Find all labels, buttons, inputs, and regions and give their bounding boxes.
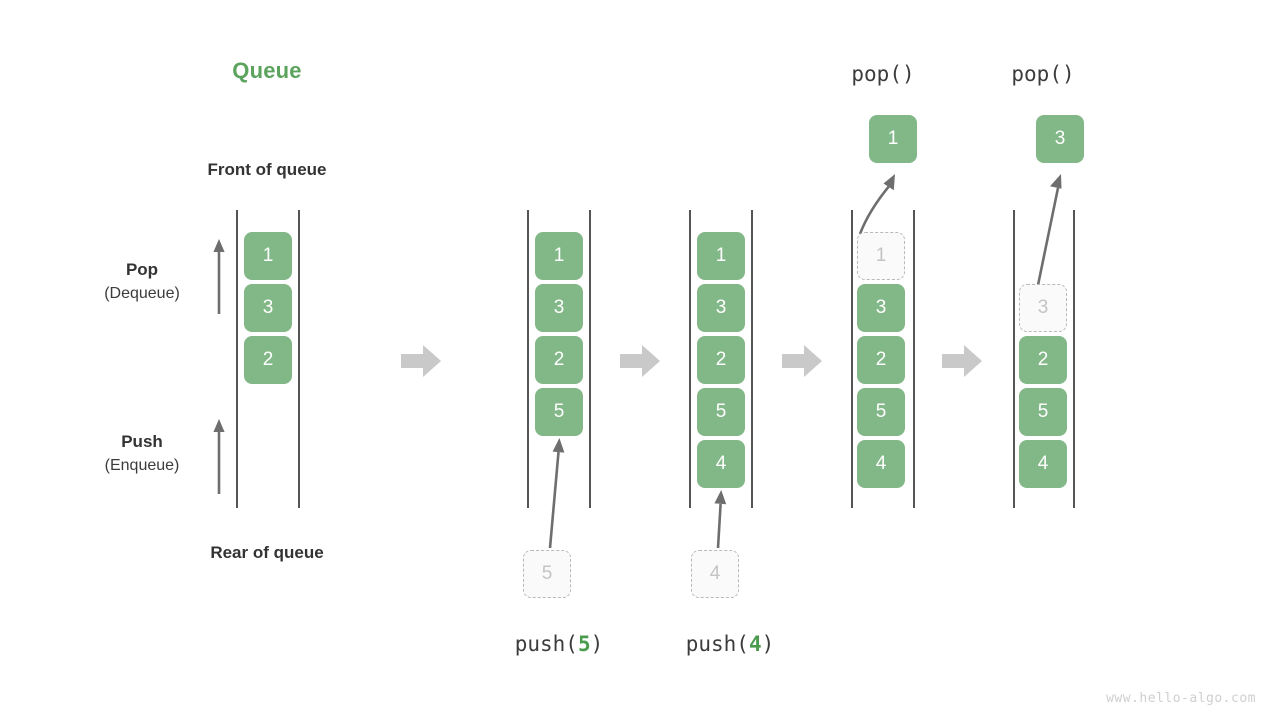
queue-rail-left (1013, 210, 1015, 508)
queue-item: 2 (244, 336, 292, 384)
queue-item: 3 (244, 284, 292, 332)
queue-rail-right (1073, 210, 1075, 508)
page-title: Queue (232, 58, 302, 83)
queue-item-new: 5 (535, 388, 583, 436)
push-4-caption: push(4) (630, 632, 830, 656)
queue-rail-left (689, 210, 691, 508)
pop-legend-title: Pop (125, 260, 159, 279)
transition-arrow-icon (782, 345, 822, 377)
caption-arg: 4 (748, 632, 762, 656)
caption-suffix: ) (590, 632, 604, 656)
front-of-queue-label: Front of queue (207, 160, 327, 179)
push-arrow-icon (714, 490, 727, 549)
removed-element-ghost: 3 (1019, 284, 1067, 332)
removed-element-ghost: 1 (857, 232, 905, 280)
pop-operation-label: pop() (1011, 62, 1075, 86)
rear-of-queue-label: Rear of queue (210, 543, 324, 562)
queue-item: 5 (1019, 388, 1067, 436)
queue-rail-left (851, 210, 853, 508)
push-legend-subtitle: (Enqueue) (104, 457, 180, 474)
queue-rail-left (527, 210, 529, 508)
pop-direction-arrow-icon (213, 239, 225, 314)
queue-item: 1 (697, 232, 745, 280)
queue-item: 1 (244, 232, 292, 280)
pop-arrow-icon (858, 174, 895, 235)
queue-item: 4 (857, 440, 905, 488)
queue-item: 2 (535, 336, 583, 384)
caption-prefix: push( (514, 632, 578, 656)
pop-arrow-icon (1035, 174, 1062, 291)
transition-arrow-icon (942, 345, 982, 377)
queue-item: 5 (857, 388, 905, 436)
queue-item: 3 (697, 284, 745, 332)
incoming-element-ghost: 5 (523, 550, 571, 598)
watermark: www.hello-algo.com (1106, 691, 1256, 706)
queue-item: 2 (697, 336, 745, 384)
queue-item: 3 (535, 284, 583, 332)
incoming-element-ghost: 4 (691, 550, 739, 598)
pop-legend-subtitle: (Dequeue) (104, 285, 180, 302)
queue-rail-right (751, 210, 753, 508)
queue-item: 4 (1019, 440, 1067, 488)
queue-rail-right (298, 210, 300, 508)
queue-item-new: 4 (697, 440, 745, 488)
pop-legend: Pop (Dequeue) (57, 258, 227, 306)
queue-item: 1 (535, 232, 583, 280)
transition-arrow-icon (401, 345, 441, 377)
popped-element: 1 (869, 115, 917, 163)
push-direction-arrow-icon (213, 419, 225, 494)
queue-rail-left (236, 210, 238, 508)
queue-item: 3 (857, 284, 905, 332)
popped-element: 3 (1036, 115, 1084, 163)
push-5-caption: push(5) (459, 632, 659, 656)
transition-arrow-icon (620, 345, 660, 377)
queue-item: 5 (697, 388, 745, 436)
push-legend: Push (Enqueue) (57, 430, 227, 478)
push-arrow-icon (548, 438, 565, 549)
caption-suffix: ) (761, 632, 775, 656)
queue-item: 2 (1019, 336, 1067, 384)
pop-operation-label: pop() (851, 62, 915, 86)
queue-rail-right (589, 210, 591, 508)
caption-arg: 5 (577, 632, 591, 656)
caption-prefix: push( (685, 632, 749, 656)
queue-item: 2 (857, 336, 905, 384)
queue-rail-right (913, 210, 915, 508)
push-legend-title: Push (121, 432, 163, 451)
